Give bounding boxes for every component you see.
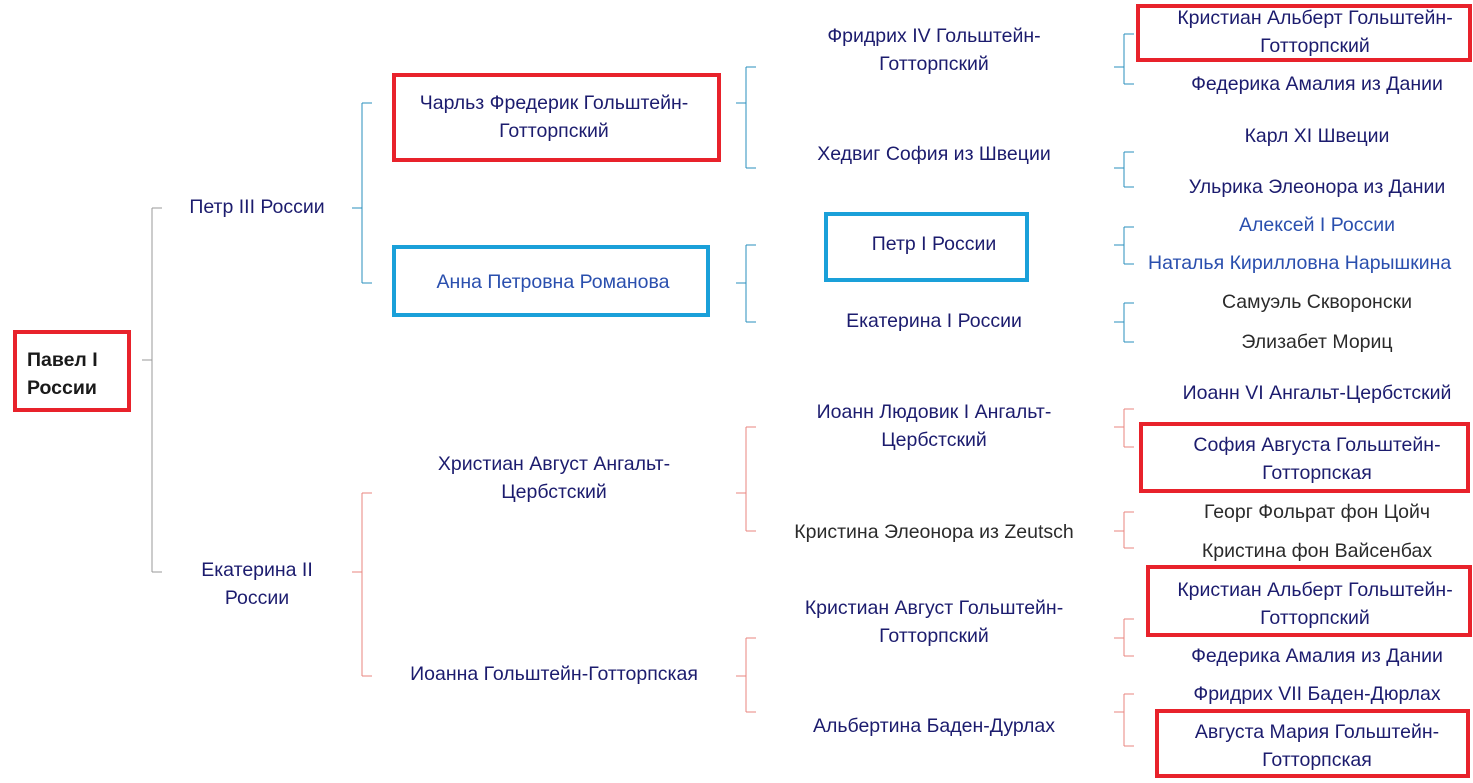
person-gen4-3: Карл XI Швеции bbox=[1244, 125, 1390, 147]
highlight-box-augusta-maria bbox=[1155, 709, 1470, 778]
person-gen4-8: Элизабет Мориц bbox=[1241, 331, 1393, 353]
person-gen3-1: Фридрих IV Гольштейн-Готторпский bbox=[827, 25, 1041, 75]
person-gen4-14: Федерика Амалия из Дании bbox=[1191, 645, 1443, 667]
person-gen3-8: Альбертина Баден-Дурлах bbox=[812, 715, 1056, 737]
person-gen3-2: Хедвиг София из Швеции bbox=[817, 143, 1051, 165]
person-gen4-12: Кристина фон Вайсенбах bbox=[1201, 540, 1433, 562]
person-gen3-7: Кристиан Август Гольштейн-Готторпский bbox=[804, 597, 1064, 647]
person-gen4-15: Фридрих VII Баден-Дюрлах bbox=[1193, 683, 1441, 705]
person-gen4-4: Ульрика Элеонора из Дании bbox=[1188, 176, 1446, 198]
highlight-box-christian-albert-1 bbox=[1136, 4, 1472, 62]
person-gen3-4: Екатерина I России bbox=[846, 310, 1022, 332]
highlight-box-sophia-augusta bbox=[1139, 422, 1470, 493]
person-root: Павел I России bbox=[27, 349, 98, 399]
person-maternal-grandmother: Иоанна Гольштейн-Готторпская bbox=[410, 663, 698, 685]
highlight-box-christian-albert-2 bbox=[1146, 565, 1472, 637]
highlight-box-root bbox=[13, 330, 131, 412]
person-paternal-grandmother: Анна Петровна Романова bbox=[436, 271, 670, 293]
highlight-box-peter-i bbox=[824, 212, 1029, 282]
person-paternal-grandfather: Чарльз Фредерик Гольштейн-Готторпский bbox=[419, 92, 689, 142]
person-gen4-7: Самуэль Скворонски bbox=[1221, 291, 1413, 313]
person-gen4-16: Августа Мария Гольштейн-Готторпская bbox=[1194, 721, 1440, 771]
person-gen3-5: Иоанн Людовик I Ангальт-Цербстский bbox=[816, 401, 1052, 451]
person-gen4-13: Кристиан Альберт Гольштейн-Готторпский bbox=[1177, 579, 1453, 629]
person-gen4-5: Алексей I России bbox=[1239, 214, 1395, 236]
person-father: Петр III России bbox=[189, 196, 325, 218]
highlight-box-anna-petrovna bbox=[392, 245, 710, 317]
person-gen4-11: Георг Фольрат фон Цойч bbox=[1203, 501, 1431, 523]
person-gen4-6: Наталья Кирилловна Нарышкина bbox=[1148, 252, 1452, 274]
person-gen4-1: Кристиан Альберт Гольштейн-Готторпский bbox=[1177, 7, 1453, 57]
person-gen4-9: Иоанн VI Ангальт-Цербстский bbox=[1182, 382, 1452, 404]
highlight-box-charles-frederick bbox=[392, 73, 721, 162]
person-gen4-2: Федерика Амалия из Дании bbox=[1191, 73, 1443, 95]
person-gen3-3: Петр I России bbox=[871, 233, 997, 255]
person-mother: Екатерина II России bbox=[201, 559, 313, 609]
person-gen3-6: Кристина Элеонора из Zeutsch bbox=[794, 521, 1074, 543]
person-gen4-10: София Августа Гольштейн-Готторпская bbox=[1193, 434, 1441, 484]
person-maternal-grandfather: Христиан Август Ангальт-Цербстский bbox=[437, 453, 671, 503]
